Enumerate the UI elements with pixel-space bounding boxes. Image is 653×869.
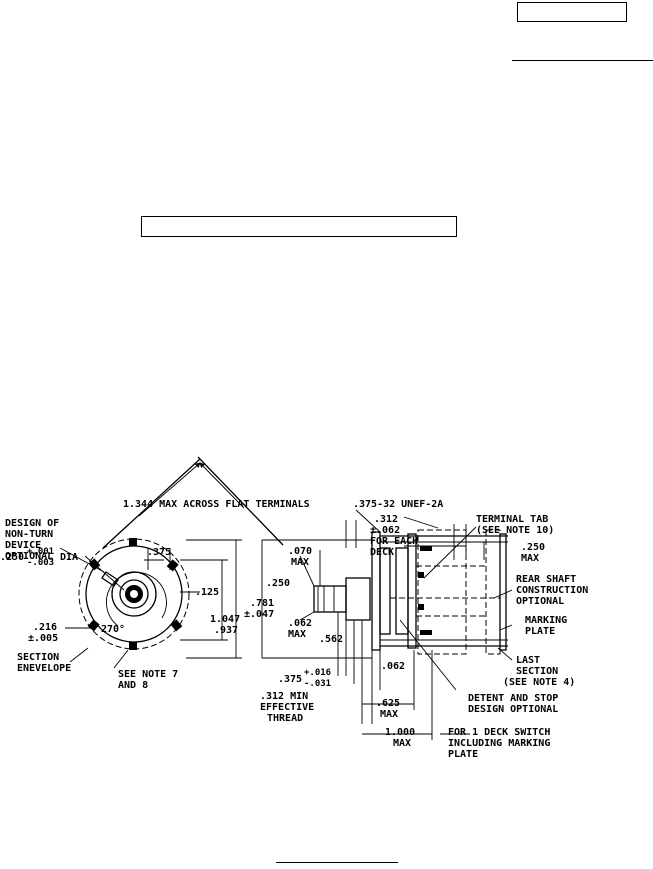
label-dia: DIA (60, 552, 78, 563)
label-dim-625-max-1: .625 (376, 698, 400, 709)
label-dim-312-min-1: .312 MIN (260, 691, 308, 702)
label-dim-781-2: ±.047 (244, 609, 274, 620)
label-tol-minus-003: -.003 (27, 558, 54, 568)
label-dim-562: .562 (319, 634, 343, 645)
label-last-section-2: SECTION (516, 666, 558, 677)
label-see-note-7-2: AND 8 (118, 680, 148, 691)
footer-rule (276, 862, 398, 863)
label-dim-1000-max-1: 1.000 (385, 727, 415, 738)
front-view (59, 456, 284, 669)
label-detent-stop-1: DETENT AND STOP (468, 693, 558, 704)
label-dim-375-tol-3: -.031 (304, 679, 331, 689)
label-one-deck-2: INCLUDING MARKING (448, 738, 550, 749)
label-dim-375-tol-2: +.016 (304, 668, 331, 678)
label-dim-312-each-1: .312 (374, 514, 398, 525)
label-dim-312-each-2: ±.062 (370, 525, 400, 536)
label-design-non-turn-4: OPTIONAL (5, 551, 53, 562)
label-dim-062: .062 (381, 661, 405, 672)
label-design-non-turn-3: DEVICE (5, 540, 41, 551)
title-box (141, 216, 457, 237)
header-rule-right (512, 60, 653, 61)
label-tol-plus-001: +.001 (27, 547, 54, 557)
label-last-section-3: (SEE NOTE 4) (503, 677, 575, 688)
label-tol-005: ±.005 (28, 633, 58, 644)
label-design-non-turn-1: DESIGN OF (5, 518, 59, 529)
label-dim-312-min-3: THREAD (267, 713, 303, 724)
label-flat-terminals: 1.344 MAX ACROSS FLAT TERMINALS (123, 499, 310, 510)
label-marking-plate-1: MARKING (525, 615, 567, 626)
label-design-non-turn-2: NON-TURN (5, 529, 53, 540)
label-last-section-1: LAST (516, 655, 540, 666)
label-angle-270: 270° (101, 624, 125, 635)
label-dim-216: .216 (33, 622, 57, 633)
label-rear-shaft-3: OPTIONAL (516, 596, 564, 607)
label-section-envelope-2: ENEVELOPE (17, 663, 71, 674)
header-box-right (517, 2, 627, 22)
label-thread: .375-32 UNEF-2A (353, 499, 443, 510)
label-dim-937: .937 (214, 625, 238, 636)
label-dim-625-max-2: MAX (380, 709, 398, 720)
label-dim-070-max-1: .070 (288, 546, 312, 557)
label-terminal-tab-1: TERMINAL TAB (476, 514, 548, 525)
label-dim-312-each-4: DECK (370, 547, 394, 558)
label-dim-250: .250 (0, 552, 24, 563)
label-dim-375-tol-1: .375 (278, 674, 302, 685)
label-one-deck-3: PLATE (448, 749, 478, 760)
label-rear-shaft-2: CONSTRUCTION (516, 585, 588, 596)
label-dim-1000-max-2: MAX (393, 738, 411, 749)
label-see-note-7-1: SEE NOTE 7 (118, 669, 178, 680)
label-dim-062-max-1: .062 (288, 618, 312, 629)
side-view (261, 509, 513, 740)
label-marking-plate-2: PLATE (525, 626, 555, 637)
label-dim-125: .125 (195, 587, 219, 598)
label-dim-062-max-2: MAX (288, 629, 306, 640)
label-dim-312-each-3: FOR EACH (370, 536, 418, 547)
label-dim-250-max-1: .250 (521, 542, 545, 553)
label-dim-312-min-2: EFFECTIVE (260, 702, 314, 713)
label-dim-781-1: .781 (250, 598, 274, 609)
label-section-envelope-1: SECTION (17, 652, 59, 663)
label-dim-250-max-2: MAX (521, 553, 539, 564)
label-dim-250-side: .250 (266, 578, 290, 589)
label-one-deck-1: FOR 1 DECK SWITCH (448, 727, 550, 738)
label-rear-shaft-1: REAR SHAFT (516, 574, 576, 585)
label-dim-1047: 1.047 (210, 614, 240, 625)
label-dim-375: .375 (147, 547, 171, 558)
label-detent-stop-2: DESIGN OPTIONAL (468, 704, 558, 715)
label-dim-070-max-2: MAX (291, 557, 309, 568)
label-terminal-tab-2: (SEE NOTE 10) (476, 525, 554, 536)
